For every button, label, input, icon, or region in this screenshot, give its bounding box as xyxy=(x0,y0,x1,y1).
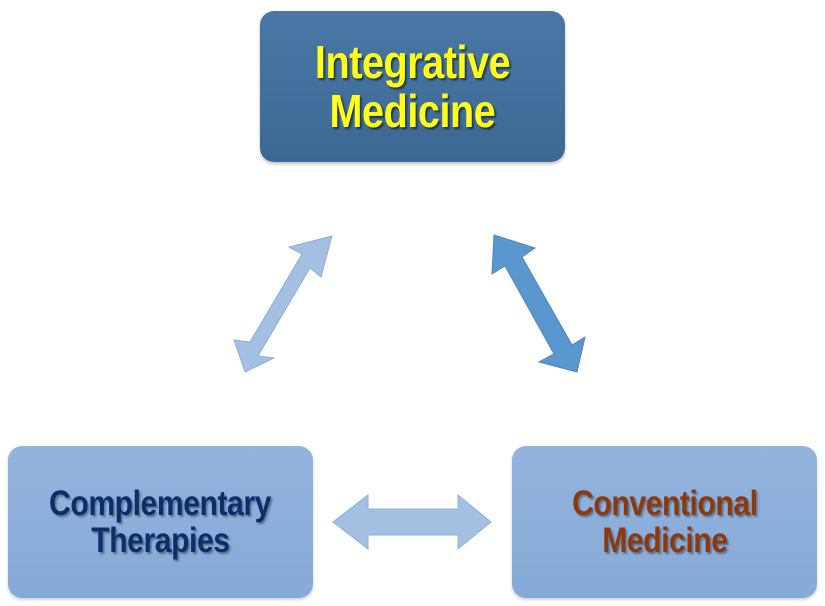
double-arrow-icon-right-top xyxy=(491,234,586,373)
conventional-medicine-line1: Conventional xyxy=(571,483,758,523)
integrative-medicine-line1: Integrative xyxy=(314,35,511,88)
double-arrow-icon-left-top xyxy=(233,235,333,373)
integrative-medicine-node: Integrative Medicine xyxy=(260,11,565,162)
complementary-therapies-node: Complementary Therapies xyxy=(8,446,313,598)
integrative-medicine-line2: Medicine xyxy=(329,84,496,137)
complementary-therapies-line2: Therapies xyxy=(91,521,230,560)
conventional-medicine-node: Conventional Medicine xyxy=(512,446,817,598)
complementary-therapies-line1: Complementary xyxy=(49,483,272,523)
conventional-medicine-line2: Medicine xyxy=(601,521,728,560)
double-arrow-icon-bottom xyxy=(332,493,492,551)
